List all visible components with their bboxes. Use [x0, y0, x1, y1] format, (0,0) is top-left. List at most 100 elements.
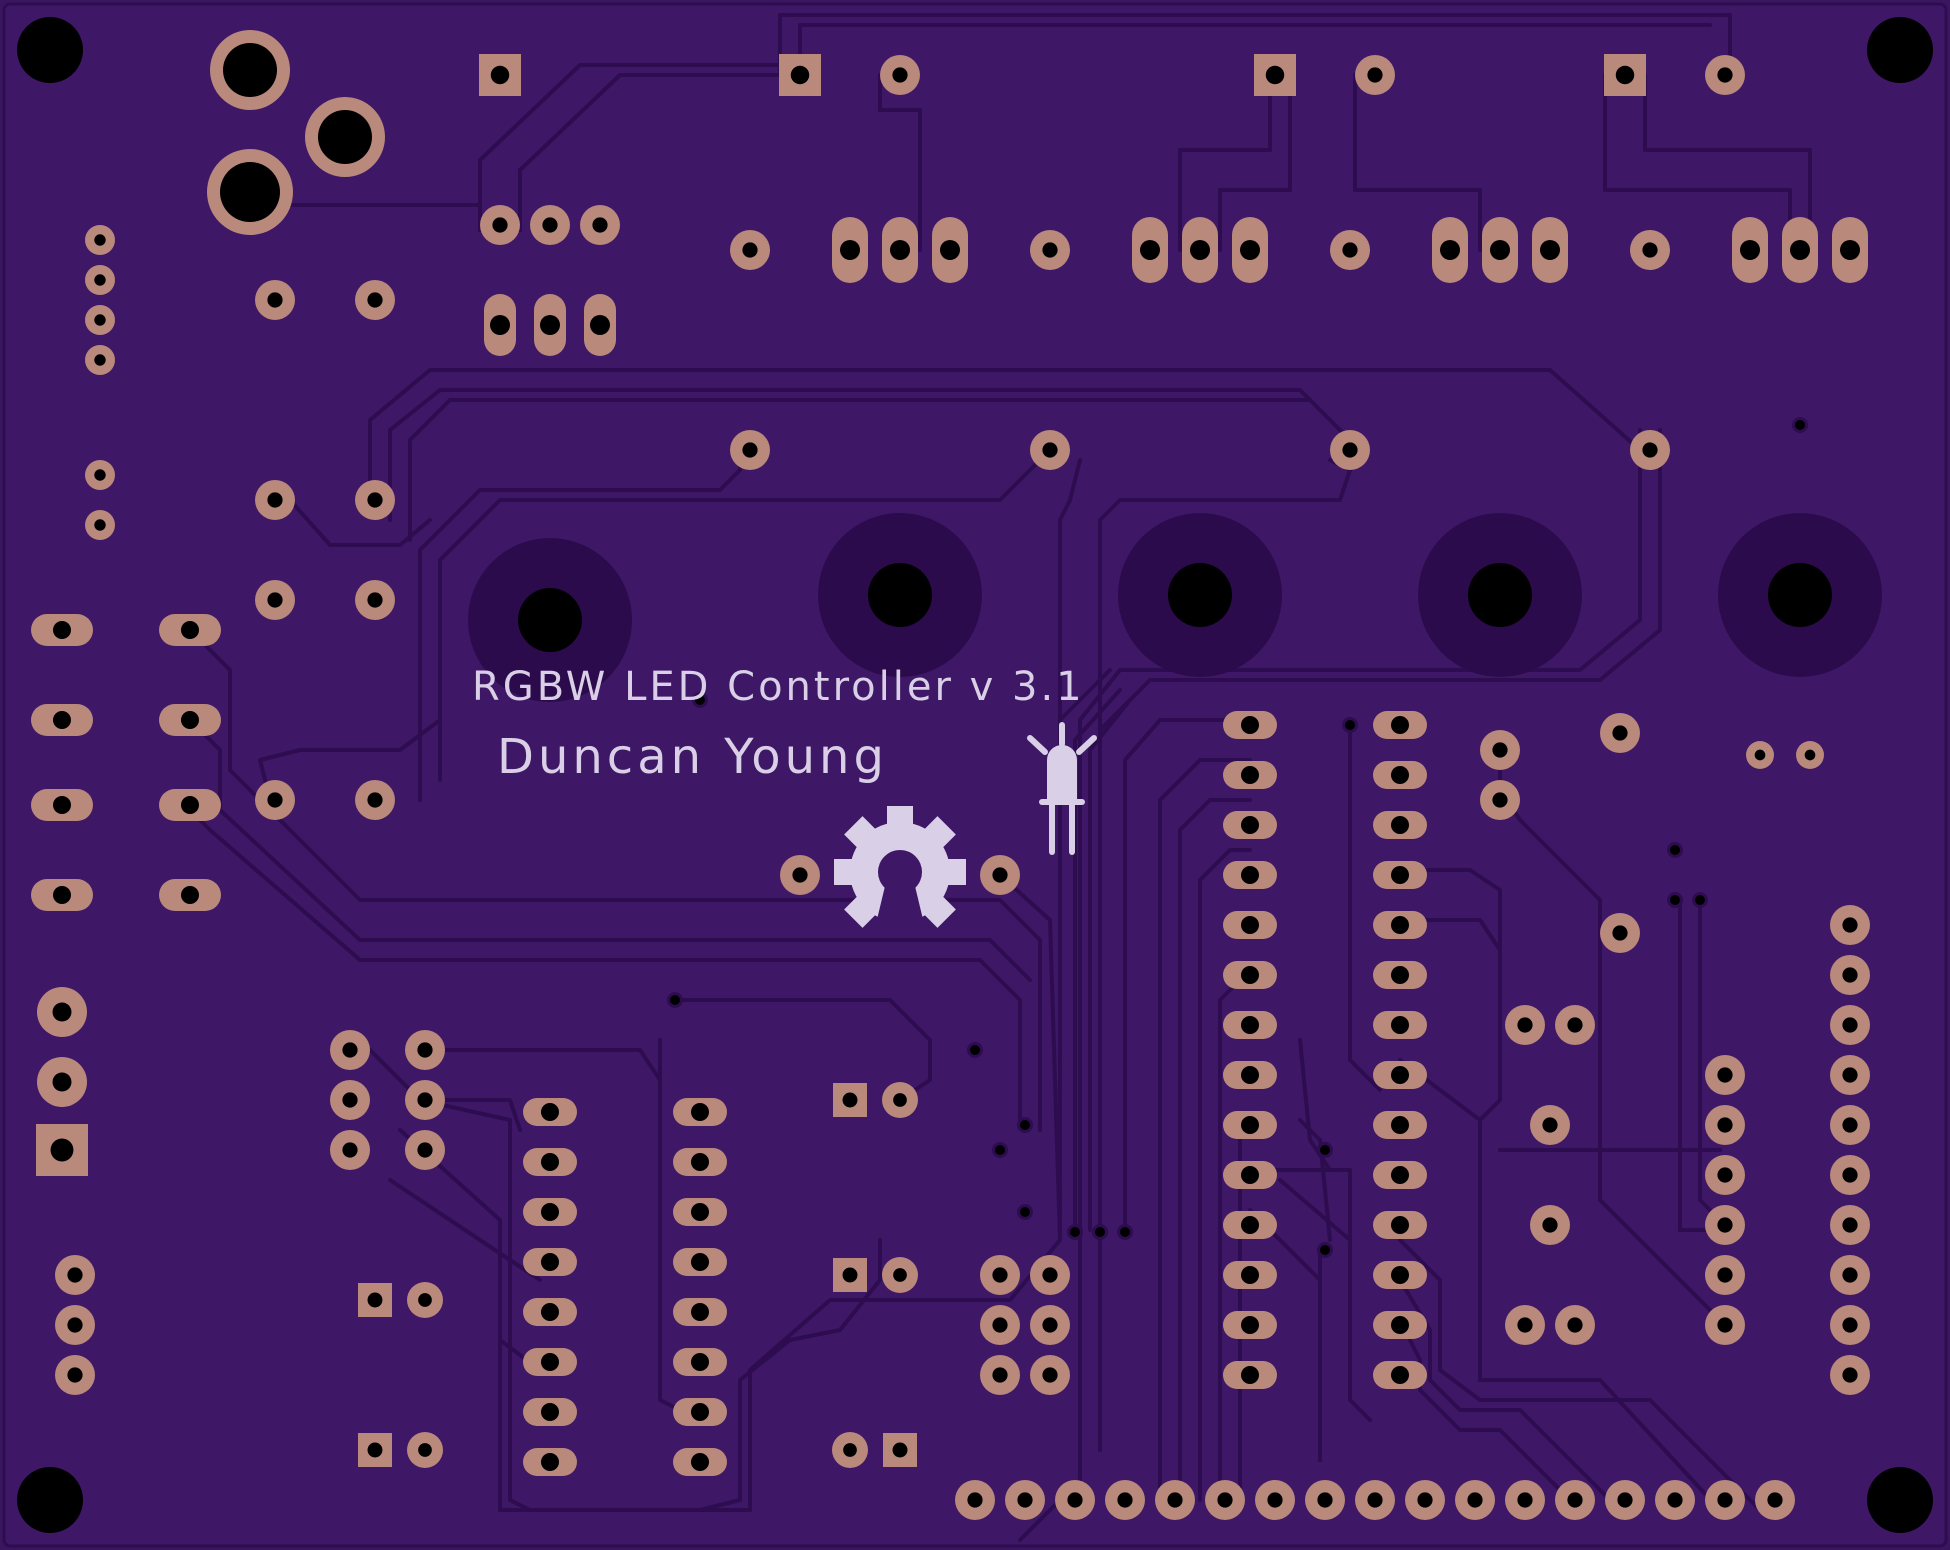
- pad-drill: [1492, 742, 1508, 758]
- pad-drill: [1267, 1492, 1283, 1508]
- pad-drill: [1042, 1317, 1058, 1333]
- pad-drill: [1342, 242, 1358, 258]
- pad-drill: [1391, 1166, 1409, 1184]
- drill-hole: [1468, 563, 1532, 627]
- pad-drill: [53, 621, 71, 639]
- pad-drill: [541, 1253, 559, 1271]
- pad-drill: [181, 886, 199, 904]
- pad-drill: [691, 1203, 709, 1221]
- pad-drill: [1842, 1067, 1858, 1083]
- pad-drill: [1740, 240, 1760, 260]
- mounting-hole: [17, 1467, 83, 1533]
- pad-drill: [1241, 816, 1259, 834]
- pad-drill: [1391, 916, 1409, 934]
- pad-drill: [1567, 1017, 1583, 1033]
- led-symbol-icon: [1027, 722, 1097, 855]
- pad-drill: [1717, 1267, 1733, 1283]
- pad-drill: [53, 711, 71, 729]
- pad-drill: [992, 1267, 1008, 1283]
- pad-drill: [417, 1142, 433, 1158]
- pad-drill: [67, 1367, 83, 1383]
- jack-drill: [223, 43, 277, 97]
- pad-drill: [840, 240, 860, 260]
- pad-drill: [181, 621, 199, 639]
- mounting-hole: [1867, 17, 1933, 83]
- pad-drill: [367, 1292, 383, 1308]
- pad-drill: [1717, 1167, 1733, 1183]
- pad-drill: [492, 217, 508, 233]
- pad-drill: [267, 492, 283, 508]
- pad-drill: [892, 67, 908, 83]
- power-jack: [207, 30, 385, 235]
- pad-drill: [267, 292, 283, 308]
- drill-hole: [868, 563, 932, 627]
- mounting-hole: [17, 17, 83, 83]
- pad-drill: [1842, 1367, 1858, 1383]
- pad-drill: [1717, 1492, 1733, 1508]
- pad-drill: [94, 519, 106, 531]
- pad-drill: [967, 1492, 983, 1508]
- pad-drill: [992, 867, 1008, 883]
- pad-drill: [490, 315, 510, 335]
- pad-drill: [367, 592, 383, 608]
- via-drill: [695, 695, 705, 705]
- pad-drill: [342, 1042, 358, 1058]
- pad-drill: [590, 315, 610, 335]
- pad-drill: [342, 1092, 358, 1108]
- pad-drill: [1467, 1492, 1483, 1508]
- jack-drill: [318, 110, 372, 164]
- pad-drill: [1790, 240, 1810, 260]
- pad-drill: [1042, 1367, 1058, 1383]
- pad-drill: [1241, 716, 1259, 734]
- pad-drill: [1042, 442, 1058, 458]
- pad-drill: [267, 792, 283, 808]
- pad-drill: [940, 240, 960, 260]
- pad-drill: [1240, 240, 1260, 260]
- pad-drill: [418, 1293, 432, 1307]
- pad-drill: [541, 1103, 559, 1121]
- pad-drill: [1117, 1492, 1133, 1508]
- pads-layer: [31, 54, 1870, 1520]
- pad-drill: [691, 1353, 709, 1371]
- pad-drill: [1804, 749, 1816, 761]
- pad-drill: [691, 1153, 709, 1171]
- pad-drill: [1567, 1317, 1583, 1333]
- pad-drill: [367, 292, 383, 308]
- pad-drill: [1717, 1117, 1733, 1133]
- pad-drill: [1042, 1267, 1058, 1283]
- pad-drill: [691, 1303, 709, 1321]
- via-drill: [970, 1045, 980, 1055]
- pad-drill: [1241, 866, 1259, 884]
- pad-drill: [1190, 240, 1210, 260]
- pad-drill: [541, 1403, 559, 1421]
- pad-drill: [1140, 240, 1160, 260]
- pad-drill: [541, 1303, 559, 1321]
- pad-drill: [1642, 442, 1658, 458]
- pad-drill: [1842, 1117, 1858, 1133]
- board-title: RGBW LED Controller v 3.1: [472, 664, 1085, 710]
- pad-drill: [1265, 65, 1285, 85]
- pad-drill: [1612, 925, 1628, 941]
- drill-hole: [1768, 563, 1832, 627]
- pad-drill: [541, 1353, 559, 1371]
- pad-drill: [342, 1142, 358, 1158]
- pad-drill: [1241, 1316, 1259, 1334]
- pad-drill: [94, 314, 106, 326]
- pad-drill: [67, 1317, 83, 1333]
- pad-drill: [94, 234, 106, 246]
- pad-drill: [842, 1092, 858, 1108]
- mounting-hole: [1867, 1467, 1933, 1533]
- pad-drill: [992, 1367, 1008, 1383]
- via-drill: [1070, 1227, 1080, 1237]
- pad-drill: [67, 1267, 83, 1283]
- pad-drill: [1417, 1492, 1433, 1508]
- pad-drill: [50, 1138, 74, 1162]
- pad-drill: [843, 1443, 857, 1457]
- via-drill: [1020, 1120, 1030, 1130]
- pad-drill: [94, 354, 106, 366]
- via-drill: [1095, 1227, 1105, 1237]
- pad-drill: [1391, 1266, 1409, 1284]
- pad-drill: [1241, 1116, 1259, 1134]
- pad-drill: [742, 242, 758, 258]
